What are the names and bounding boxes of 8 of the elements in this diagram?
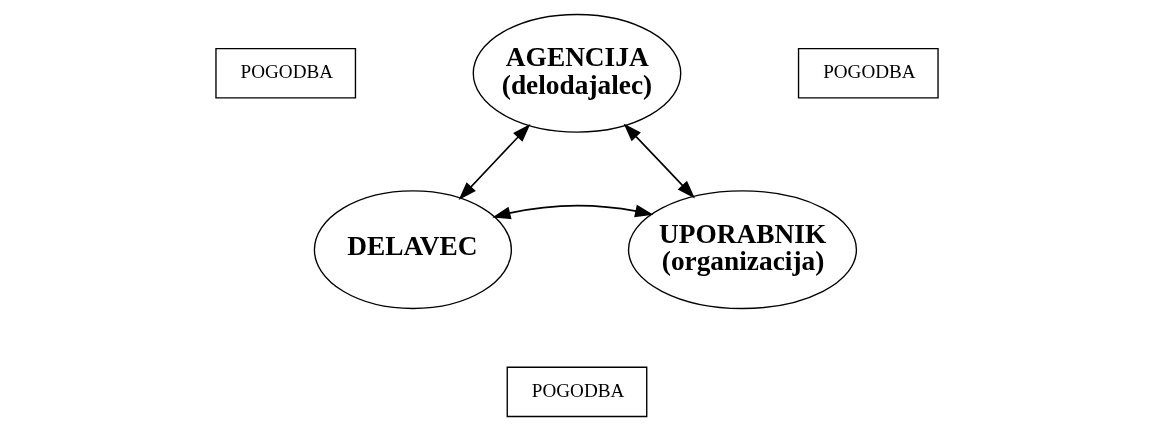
arrow	[458, 123, 530, 200]
node-box: POGODBA	[506, 366, 647, 417]
node-box: POGODBA	[214, 47, 356, 99]
arrow	[491, 204, 653, 219]
node-ellipse: UPORABNIK (organizacija)	[627, 189, 857, 309]
node-box: POGODBA	[797, 47, 939, 99]
node-ellipse: AGENCIJA (delodajalec)	[472, 13, 681, 133]
arrow	[623, 123, 695, 198]
